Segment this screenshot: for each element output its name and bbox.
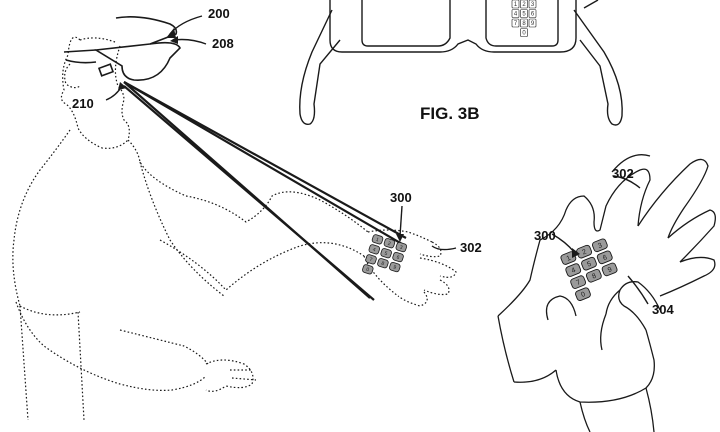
arm-keypad-key-label: 3 [399, 245, 404, 252]
arm-keypad-key-label: 6 [396, 254, 401, 261]
arm-keypad-key-2 [383, 238, 396, 249]
arm-keypad: 123 456 789 0 [362, 234, 408, 275]
mini-keypad-key-label: 9 [531, 21, 535, 27]
mini-keypad-key-0 [520, 28, 528, 37]
arm-keypad-key-6 [392, 251, 404, 263]
arm-keypad-key-label: 4 [372, 247, 377, 254]
hand-keypad-key-label: 2 [581, 249, 587, 257]
hand-keypad-key-label: 6 [602, 254, 608, 262]
mini-keypad-key-3 [528, 0, 537, 9]
mini-keypad-key-label: 7 [514, 21, 518, 27]
arm-keypad-key-label: 5 [384, 251, 389, 258]
hand-keypad-key-label: 4 [570, 267, 576, 275]
mini-keypad-key-label: 5 [522, 12, 526, 18]
label-300-arm: 300 [390, 190, 412, 205]
mini-keypad-key-1 [511, 0, 520, 9]
figure-caption: FIG. 3B [420, 104, 480, 123]
mini-keypad-key-6 [528, 9, 537, 18]
label-210: 210 [72, 96, 94, 111]
arm-keypad-key-0 [362, 264, 374, 275]
arm-keypad-key-4 [368, 244, 381, 255]
mini-keypad-key-4 [511, 9, 520, 18]
hand-keypad-key-label: 7 [575, 279, 581, 287]
worn-glasses [63, 16, 181, 81]
person-figure [12, 36, 457, 421]
arm-keypad-key-7 [365, 254, 377, 265]
hand-keypad-key-7 [570, 275, 587, 289]
hand-keypad-key-label: 3 [597, 242, 603, 250]
mini-keypad-key-label: 0 [522, 31, 526, 37]
label-302-arm: 302 [460, 240, 482, 255]
arm-keypad-key-5 [380, 248, 392, 259]
fig3b-glasses [299, 0, 623, 126]
mini-keypad-key-8 [520, 18, 528, 28]
hand-keypad-key-label: 1 [566, 255, 572, 263]
arrowheads [118, 28, 580, 258]
mini-keypad-key-label: 1 [514, 2, 518, 8]
arm-keypad-key-3 [395, 241, 408, 253]
arm-keypad-key-label: 9 [392, 264, 397, 271]
arm-keypad-key-1 [371, 234, 384, 245]
hand-keypad-key-4 [565, 263, 582, 277]
hand-keypad-key-3 [591, 238, 608, 253]
arm-keypad-key-label: 7 [369, 257, 374, 264]
hand-keypad-key-9 [601, 262, 618, 277]
mini-keypad-key-label: 2 [522, 2, 526, 8]
mini-keypad-key-label: 4 [514, 12, 518, 18]
projection-rays [123, 81, 407, 301]
arm-keypad-key-label: 2 [387, 241, 392, 248]
hand-keypad-key-6 [596, 250, 613, 265]
mini-keypad-key-7 [511, 18, 520, 28]
hand-keypad-key-label: 8 [591, 273, 597, 281]
mini-keypad-key-label: 6 [531, 12, 535, 18]
palm-keypad: 1 2 3 4 5 6 7 8 9 0 [560, 238, 618, 301]
mini-keypad-key-5 [520, 9, 528, 18]
hand-keypad-key-0 [575, 287, 591, 301]
hand-keypad-key-label: 9 [607, 266, 613, 274]
mini-keypad-key-label: 3 [531, 2, 535, 8]
hand-with-keypad [497, 154, 716, 432]
mini-keypad-key-9 [528, 18, 537, 28]
label-300-hand: 300 [534, 228, 556, 243]
label-200: 200 [208, 6, 230, 21]
arm-keypad-key-label: 0 [365, 267, 370, 274]
label-304: 304 [652, 302, 674, 317]
label-302-hand: 302 [612, 166, 634, 181]
mini-keypad-key-2 [520, 0, 528, 9]
arm-keypad-key-label: 8 [380, 261, 385, 268]
label-208: 208 [212, 36, 234, 51]
hand-keypad-key-8 [585, 268, 602, 283]
arm-keypad-key-9 [389, 261, 401, 273]
hand-keypad-key-label: 5 [586, 261, 592, 269]
hand-keypad-key-5 [581, 256, 597, 271]
arm-keypad-key-label: 1 [375, 237, 380, 244]
arm-keypad-key-8 [377, 258, 389, 269]
hand-keypad-key-label: 0 [580, 291, 586, 299]
mini-keypad-key-label: 8 [522, 21, 526, 27]
